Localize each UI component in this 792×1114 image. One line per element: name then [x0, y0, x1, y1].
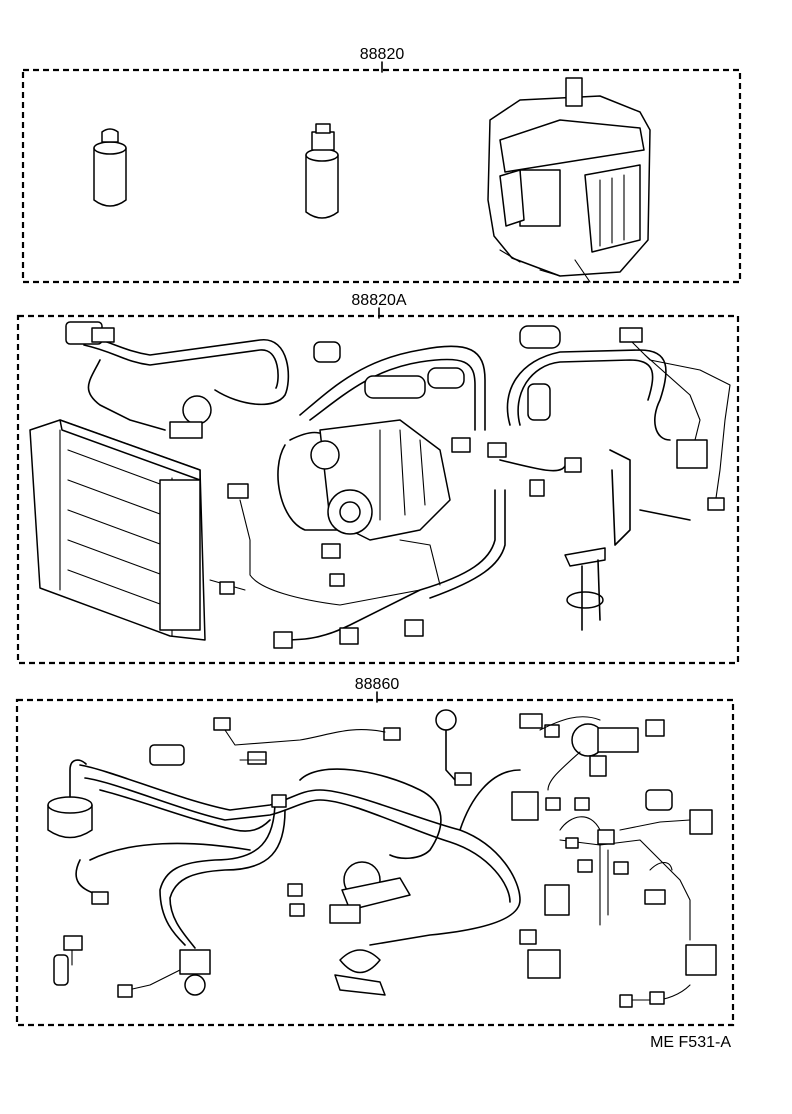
- vacuum-switch-part: [435, 709, 472, 786]
- hose-line: [83, 344, 279, 389]
- wire-harness: [399, 539, 441, 586]
- vacuum-hose: [159, 799, 276, 946]
- group-box-88820a: [16, 314, 740, 665]
- vacuum-hose: [459, 769, 521, 831]
- evaporator-unit-part: [487, 77, 651, 283]
- receiver-drier-part: [93, 128, 127, 207]
- hose-line: [429, 489, 506, 599]
- hose-line: [609, 449, 631, 546]
- wire-harness: [224, 729, 386, 746]
- wire-harness: [619, 819, 691, 831]
- wire-harness: [559, 816, 601, 831]
- group-88820: 88820: [21, 46, 742, 284]
- diagram-code: ME F531-A: [650, 1034, 731, 1051]
- vacuum-hose: [299, 768, 442, 860]
- group-label-88820a: 88820A: [351, 292, 406, 309]
- vacuum-hose: [169, 809, 286, 949]
- vacuum-hose: [99, 789, 271, 832]
- connector-part: [91, 717, 401, 917]
- hose-line: [639, 509, 691, 521]
- group-label-88820: 88820: [360, 46, 405, 63]
- hose-line: [299, 345, 486, 431]
- group-88820a: 88820A: [16, 292, 740, 665]
- receiver-drier-switch-part: [305, 123, 339, 219]
- wire-harness: [649, 861, 673, 871]
- hose-line: [309, 358, 476, 431]
- hose-line: [499, 459, 566, 472]
- group-box-88820: [21, 68, 742, 284]
- vacuum-actuator-part: [329, 861, 411, 996]
- condenser-part: [29, 419, 206, 641]
- group-88860: 88860: [15, 676, 735, 1027]
- wire-harness: [239, 499, 421, 606]
- vacuum-hose: [84, 777, 511, 903]
- vacuum-tank-part: [47, 759, 93, 839]
- hose-line: [79, 334, 290, 406]
- sensor-part: [53, 935, 83, 986]
- hose-line: [87, 359, 166, 431]
- connector-part: [219, 437, 582, 649]
- hose-sleeve-part: [313, 325, 561, 421]
- vacuum-hose: [79, 764, 521, 946]
- bracket-part: [564, 547, 606, 631]
- wire-harness: [539, 716, 601, 731]
- vacuum-hose: [89, 842, 251, 861]
- relay-part: [619, 327, 725, 511]
- expansion-valve-part: [169, 395, 212, 439]
- connector-part: [565, 829, 665, 1008]
- compressor-part: [277, 419, 451, 541]
- relay-part: [511, 789, 717, 979]
- vacuum-switching-valve-part: [117, 949, 211, 998]
- pressure-switch-part: [65, 321, 115, 345]
- hose-line: [506, 349, 671, 441]
- hose-line: [517, 359, 654, 426]
- wire-harness: [629, 339, 731, 506]
- solenoid-valve-part: [519, 713, 665, 777]
- wire-harness: [547, 751, 581, 791]
- group-label-88860: 88860: [355, 676, 400, 693]
- vacuum-hose: [75, 859, 101, 896]
- wire-harness: [559, 839, 691, 941]
